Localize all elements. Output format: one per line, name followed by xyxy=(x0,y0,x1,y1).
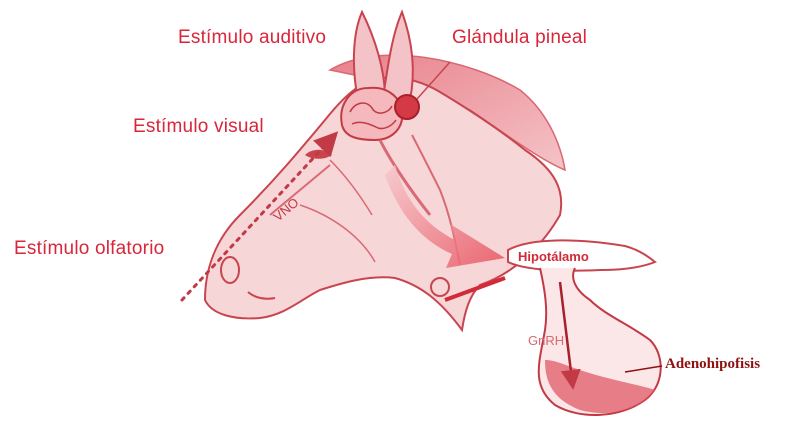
pineal-gland-label: Glándula pineal xyxy=(452,27,587,49)
auditory-stimulus-label: Estímulo auditivo xyxy=(178,27,326,49)
pineal-gland-shape xyxy=(395,95,419,119)
hypothalamus-label: Hipotálamo xyxy=(518,249,589,264)
adenohypophysis-label: Adenohipofisis xyxy=(665,356,760,373)
gnrh-label: GnRH xyxy=(528,333,564,348)
brain-shape xyxy=(341,88,402,140)
olfactory-stimulus-label: Estímulo olfatorio xyxy=(14,238,164,260)
visual-stimulus-label: Estímulo visual xyxy=(133,116,264,138)
